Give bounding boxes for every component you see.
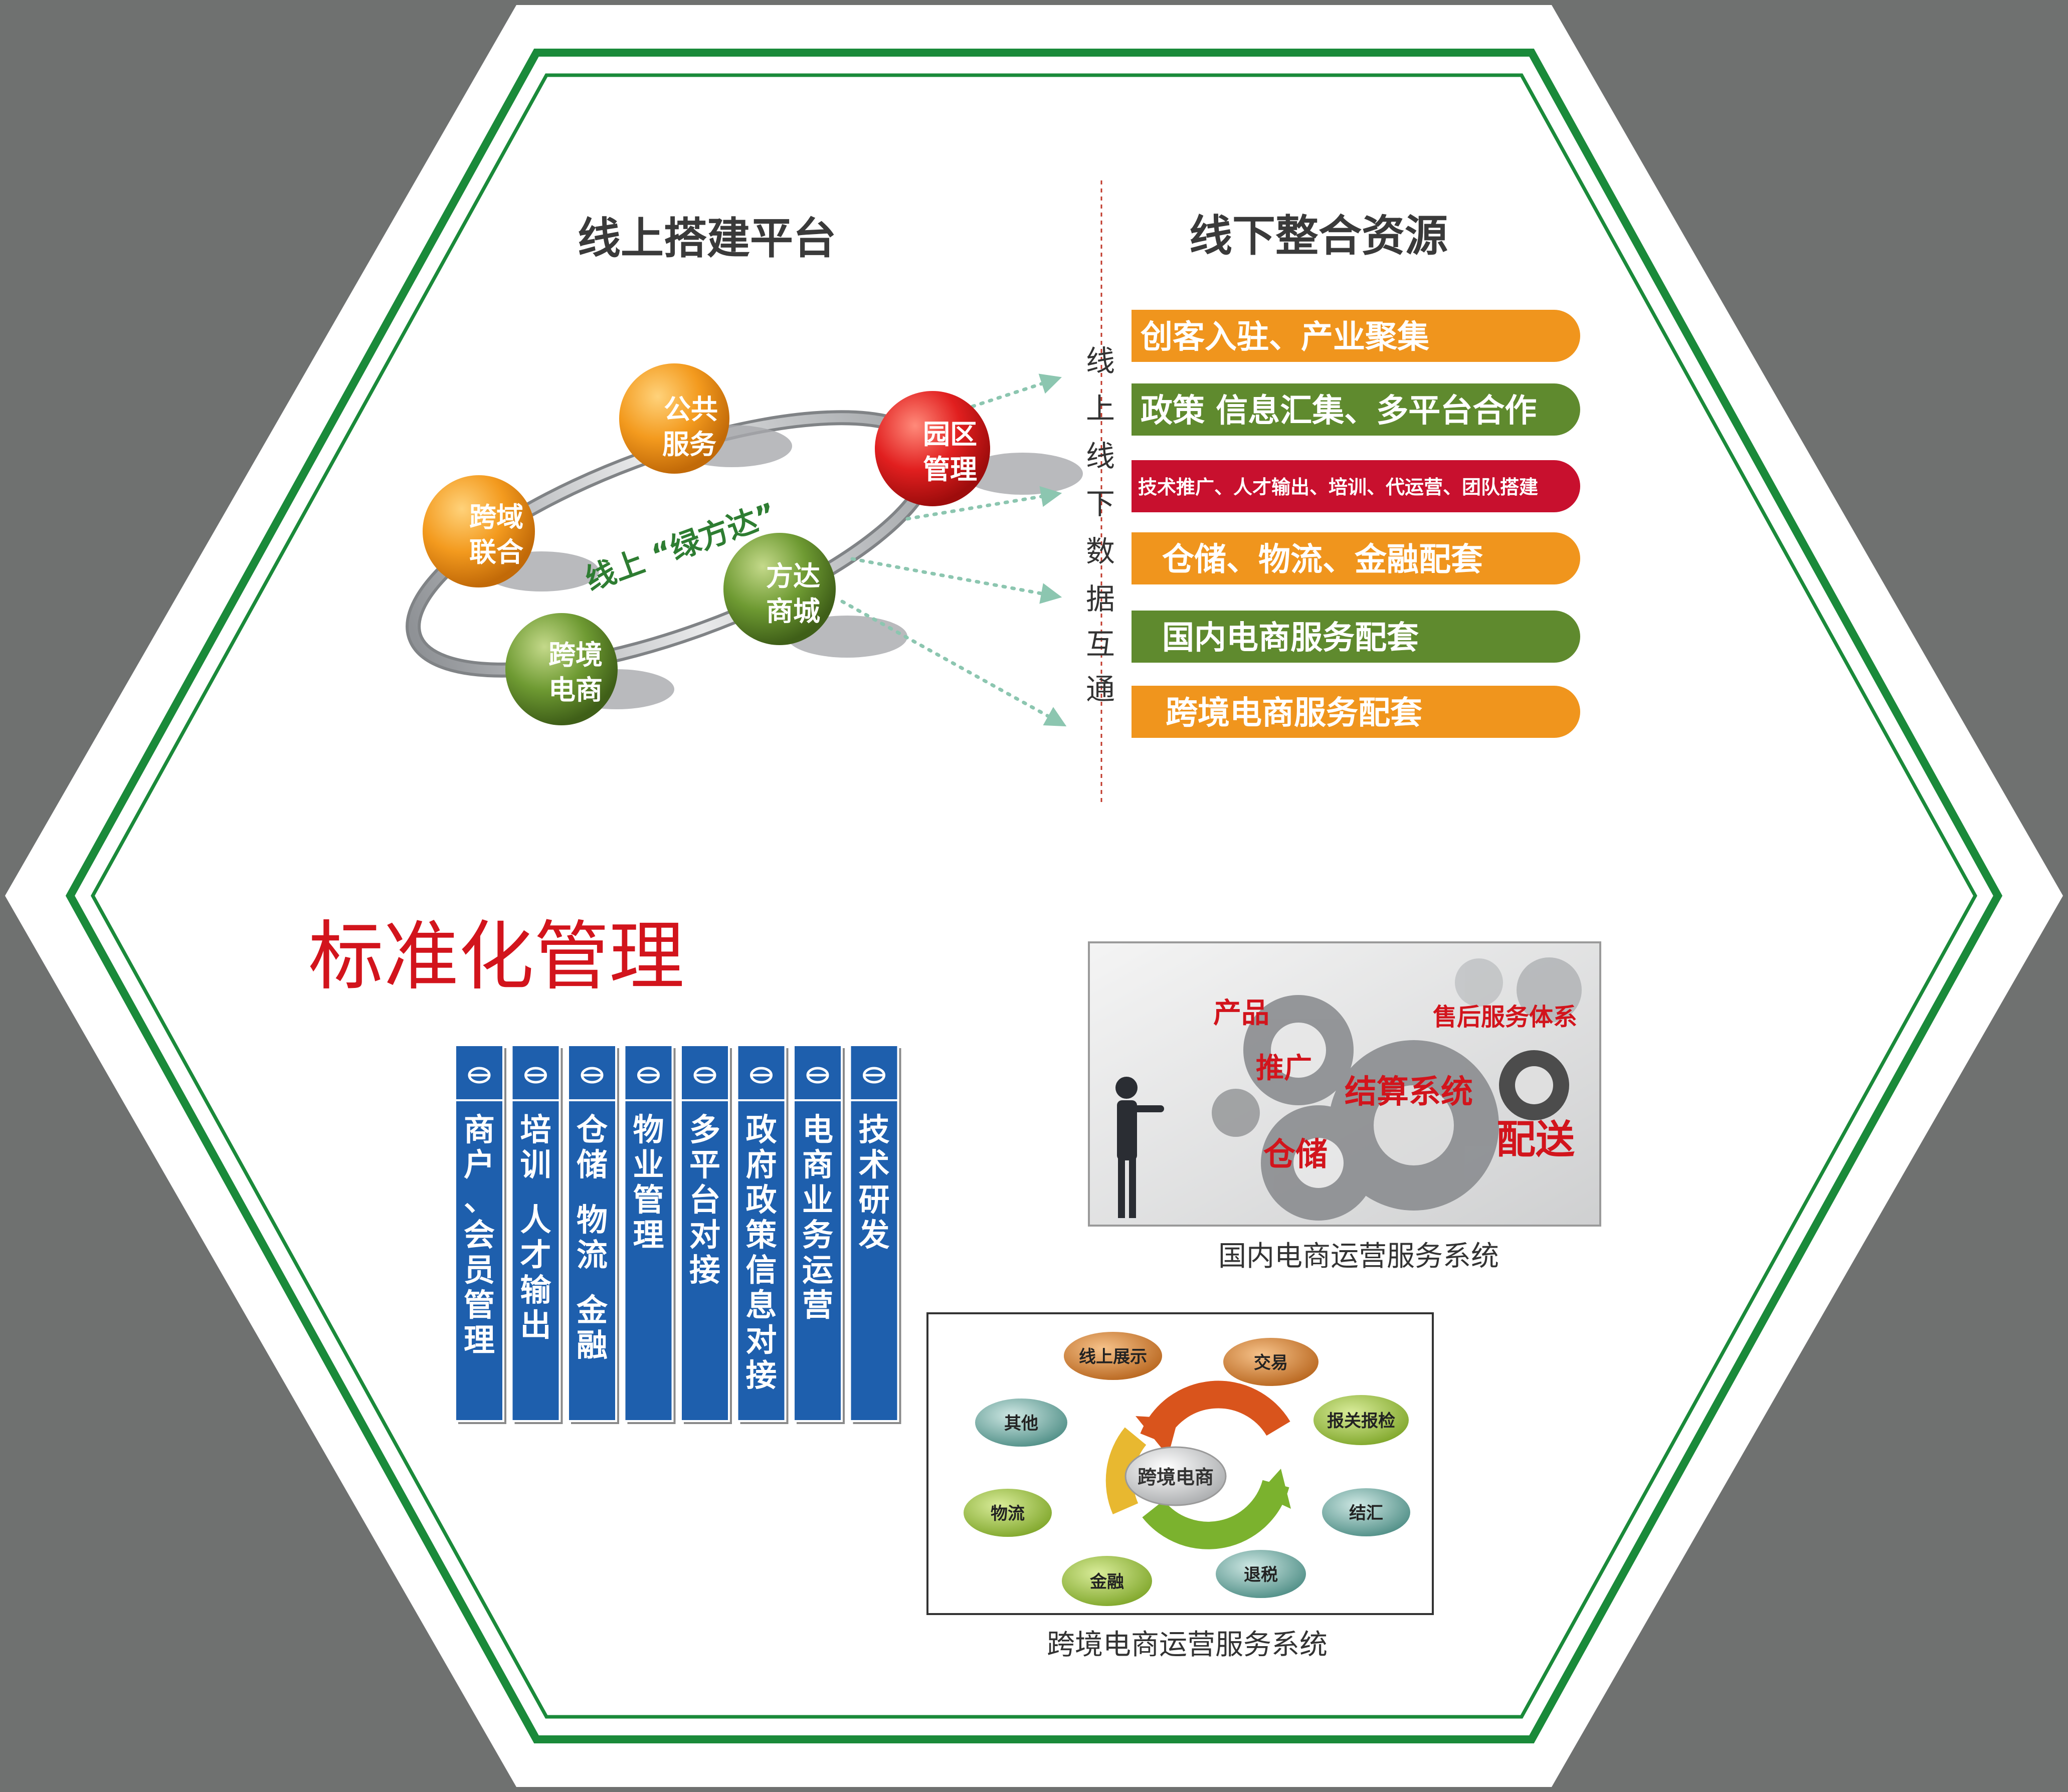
- svg-text:互: 互: [1086, 627, 1115, 661]
- resource-bar-2: [1132, 383, 1580, 436]
- gear-label-product: 产品: [1213, 997, 1269, 1030]
- node-public-service: 公共 服务: [619, 363, 729, 474]
- management-column-label: 技术研发: [858, 1111, 889, 1253]
- svg-text:服务: 服务: [662, 429, 716, 460]
- cross-border-system-image: 跨境电商 线上展示 交易 报关报检 结汇 退税 金融 物流 其他: [926, 1312, 1434, 1615]
- offline-section-title: 线下整合资源: [1189, 211, 1448, 261]
- svg-text:上: 上: [1086, 391, 1115, 426]
- resource-bar-6: [1132, 686, 1580, 738]
- svg-text:电商: 电商: [548, 674, 603, 706]
- svg-text:跨境电商服务配套: 跨境电商服务配套: [1166, 695, 1422, 732]
- resource-bar-3: [1132, 460, 1580, 512]
- gear-label-delivery: 配送: [1496, 1117, 1575, 1162]
- management-column: 仓储 物流 金融: [567, 1044, 619, 1424]
- management-column-label: 商户、会员管理: [464, 1111, 495, 1358]
- domestic-system-image: 产品 售后服务体系 推广 结算系统 配送 仓储: [1088, 941, 1601, 1227]
- svg-text:线上展示: 线上展示: [1079, 1347, 1147, 1367]
- businessman-figure: [1115, 1077, 1164, 1218]
- gear-label-aftersales: 售后服务体系: [1433, 1003, 1577, 1031]
- svg-text:公共: 公共: [664, 393, 718, 425]
- svg-text:线: 线: [1086, 439, 1115, 473]
- management-column-label: 电商业务运营: [802, 1111, 833, 1323]
- resource-bar-5: [1132, 611, 1580, 663]
- resource-bar-4: [1132, 532, 1580, 584]
- logo-icon: [581, 1067, 604, 1084]
- resource-bars: 创客入驻、产业聚集 政策 信息汇集、多平台合作 技术推广、人才输出、培训、代运营…: [1132, 310, 1580, 738]
- management-column: 培训 人才输出: [510, 1044, 563, 1424]
- node-cross-border: 跨境 电商: [505, 613, 618, 725]
- cycle-arrow-yellow: [1105, 1427, 1147, 1515]
- management-column: 商户、会员管理: [454, 1044, 506, 1424]
- domestic-caption: 国内电商运营服务系统: [1218, 1240, 1499, 1273]
- svg-text:跨域: 跨域: [469, 501, 523, 533]
- cycle-arrow-green: [1142, 1480, 1289, 1549]
- node-park-management: 园区 管理: [875, 391, 990, 506]
- management-column: 政府政策信息对接: [736, 1044, 789, 1424]
- management-column-label: 多平台对接: [689, 1111, 720, 1288]
- svg-text:其他: 其他: [1004, 1414, 1038, 1434]
- svg-text:结汇: 结汇: [1349, 1503, 1383, 1523]
- svg-text:商城: 商城: [766, 595, 820, 627]
- svg-text:园区: 园区: [923, 419, 977, 450]
- vertical-data-label: 线 上 线 下 数 据 互 通: [1086, 344, 1115, 706]
- management-column: 物业管理: [623, 1044, 676, 1424]
- svg-text:联合: 联合: [469, 536, 523, 568]
- svg-text:创客入驻、产业聚集: 创客入驻、产业聚集: [1141, 319, 1429, 356]
- logo-icon: [806, 1067, 829, 1084]
- hexagon-frame-inner: [91, 73, 1977, 1719]
- management-column-label: 物业管理: [633, 1111, 664, 1253]
- svg-text:政策 信息汇集、多平台合作: 政策 信息汇集、多平台合作: [1141, 392, 1537, 430]
- hexagon-frame-outer: [65, 49, 2003, 1743]
- svg-text:技术推广、人才输出、培训、代运营、团队搭建: 技术推广、人才输出、培训、代运营、团队搭建: [1138, 476, 1538, 498]
- node-fangda-mall: 方达 商城: [723, 533, 836, 645]
- logo-icon: [637, 1067, 660, 1084]
- svg-text:物流: 物流: [991, 1504, 1025, 1524]
- svg-text:通: 通: [1086, 672, 1115, 706]
- node-cross-domain: 跨域 联合: [423, 475, 535, 587]
- svg-text:管理: 管理: [923, 454, 977, 485]
- management-column: 电商业务运营: [793, 1044, 845, 1424]
- gear-icon: [1212, 957, 1582, 1221]
- svg-text:方达: 方达: [766, 560, 820, 592]
- gear-label-settlement: 结算系统: [1345, 1074, 1473, 1111]
- svg-text:退税: 退税: [1244, 1565, 1278, 1585]
- center-hub: [1124, 1446, 1227, 1506]
- svg-text:数: 数: [1086, 534, 1115, 568]
- cross-border-caption: 跨境电商运营服务系统: [1047, 1629, 1328, 1661]
- svg-text:跨境: 跨境: [548, 639, 603, 671]
- management-column-label: 仓储 物流 金融: [576, 1111, 608, 1363]
- svg-text:下: 下: [1086, 487, 1115, 521]
- svg-text:交易: 交易: [1254, 1353, 1288, 1373]
- logo-icon: [524, 1067, 547, 1084]
- standard-section-title: 标准化管理: [308, 913, 684, 1001]
- logo-icon: [750, 1067, 773, 1084]
- logo-icon: [468, 1067, 491, 1084]
- svg-text:线: 线: [1086, 344, 1115, 378]
- svg-text:国内电商服务配套: 国内电商服务配套: [1162, 620, 1419, 657]
- gear-label-promotion: 推广: [1256, 1052, 1312, 1085]
- svg-text:报关报检: 报关报检: [1327, 1411, 1395, 1431]
- gear-label-warehouse: 仓储: [1263, 1136, 1328, 1173]
- svg-text:金融: 金融: [1089, 1572, 1124, 1592]
- svg-text:据: 据: [1086, 582, 1115, 616]
- resource-bar-1: [1132, 310, 1580, 362]
- logo-icon: [693, 1067, 716, 1084]
- management-column: 技术研发: [849, 1044, 901, 1424]
- online-section-title: 线上搭建平台: [578, 214, 836, 264]
- svg-text:跨境电商: 跨境电商: [1138, 1466, 1214, 1488]
- logo-icon: [863, 1067, 885, 1084]
- management-column-label: 政府政策信息对接: [745, 1111, 777, 1393]
- management-column-label: 培训 人才输出: [520, 1111, 551, 1343]
- svg-text:仓储、物流、金融配套: 仓储、物流、金融配套: [1162, 541, 1483, 578]
- management-column: 多平台对接: [680, 1044, 732, 1424]
